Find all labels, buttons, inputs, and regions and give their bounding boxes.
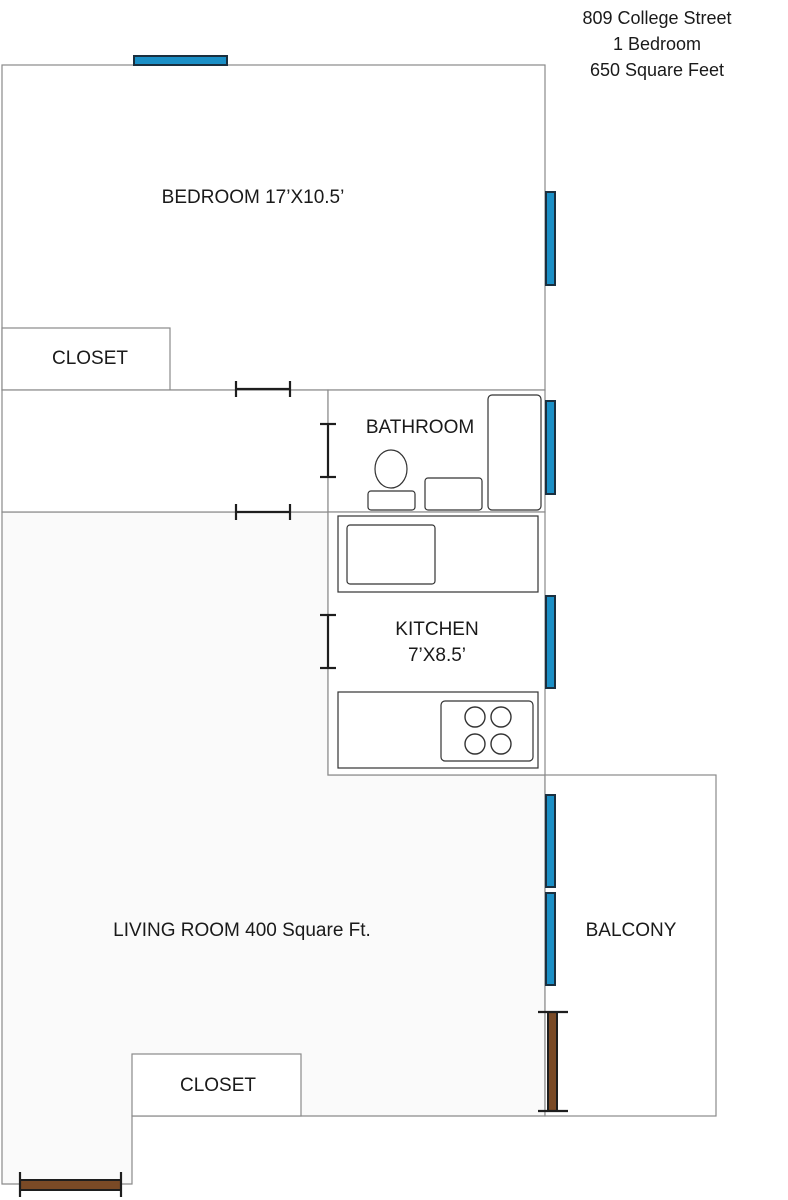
- address-line: 809 College Street: [582, 8, 731, 28]
- window: [545, 892, 556, 986]
- unit-type-line: 1 Bedroom: [613, 34, 701, 54]
- toilet-tank: [367, 490, 416, 511]
- living-room-door: [234, 504, 292, 520]
- balcony-door: [547, 1011, 558, 1112]
- bathtub: [487, 394, 542, 511]
- area-line: 650 Square Feet: [590, 60, 724, 80]
- kitchen-door: [320, 613, 336, 670]
- stove-burner: [464, 706, 486, 728]
- living-closet-label: CLOSET: [180, 1075, 256, 1096]
- bedroom-label: BEDROOM 17’X10.5’: [162, 187, 345, 208]
- balcony-label: BALCONY: [586, 920, 677, 941]
- balcony-area: [544, 774, 717, 1117]
- bedroom-closet-label: CLOSET: [52, 348, 128, 369]
- window: [545, 794, 556, 888]
- living-closet-area: [131, 1053, 302, 1117]
- bathroom-door: [320, 422, 336, 479]
- bedroom-door: [234, 381, 292, 397]
- stove-burner: [490, 733, 512, 755]
- stove: [440, 700, 534, 762]
- window: [545, 595, 556, 689]
- hallway-area: [1, 389, 329, 513]
- bedroom-closet-area: [1, 327, 171, 391]
- window: [133, 55, 228, 66]
- window: [545, 400, 556, 495]
- toilet-bowl: [374, 449, 408, 489]
- bathroom-sink: [424, 477, 483, 511]
- kitchen-dims-label: 7’X8.5’: [408, 645, 466, 666]
- bathroom-label: BATHROOM: [366, 417, 474, 438]
- stove-burner: [464, 733, 486, 755]
- living-room-label: LIVING ROOM 400 Square Ft.: [113, 920, 371, 941]
- window: [545, 191, 556, 286]
- stove-burner: [490, 706, 512, 728]
- kitchen-label: KITCHEN: [395, 619, 478, 640]
- entry-door: [19, 1179, 122, 1191]
- kitchen-sink: [346, 524, 436, 585]
